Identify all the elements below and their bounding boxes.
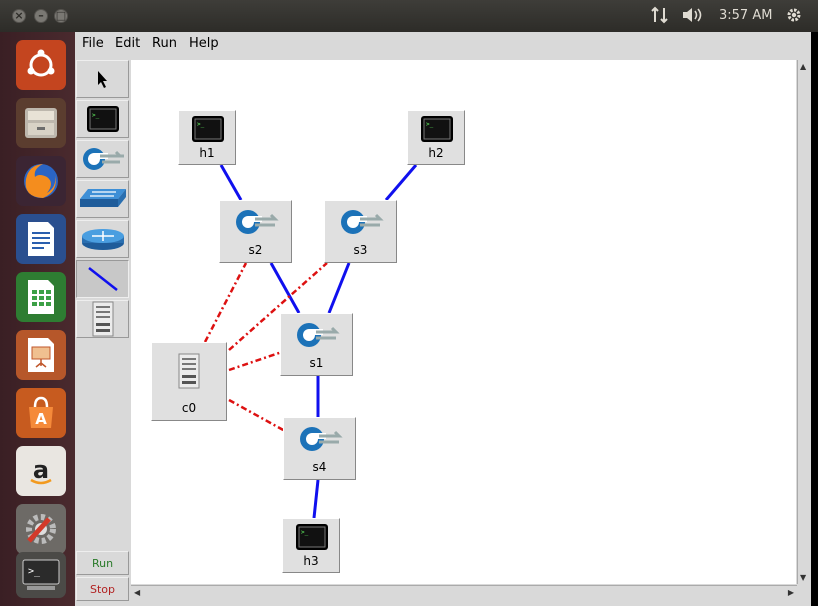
switch-label: s1 (309, 356, 324, 370)
tool-legacy-router[interactable] (76, 220, 129, 258)
launcher: A a >_ (0, 32, 75, 606)
libreoffice-writer-icon[interactable] (16, 214, 66, 264)
link-line-icon (87, 267, 118, 291)
host-terminal-icon: >_ (421, 116, 453, 142)
link-layer (203, 164, 418, 519)
tool-controller[interactable] (76, 300, 129, 338)
libreoffice-impress-icon[interactable] (16, 330, 66, 380)
top-panel: × – □ 3:57 AM (0, 0, 818, 32)
host-label: h2 (428, 146, 444, 160)
firefox-icon[interactable] (16, 156, 66, 206)
controller-c0[interactable]: c0 (151, 342, 227, 421)
horizontal-scrollbar[interactable]: ◀ ▶ (131, 585, 797, 599)
miniedit-window: File Edit Run Help >_ Run Stop (75, 32, 811, 606)
switch-label: s3 (353, 243, 368, 257)
host-h3[interactable]: >_ h3 (282, 518, 340, 573)
openflow-switch-icon (341, 210, 384, 234)
svg-text:>_: >_ (301, 529, 309, 536)
tool-select[interactable] (76, 60, 129, 98)
svg-text:>_: >_ (92, 112, 100, 119)
scroll-up-arrow-icon[interactable]: ▲ (800, 62, 807, 71)
switch-s1[interactable]: s1 (280, 313, 353, 376)
files-icon[interactable] (16, 98, 66, 148)
network-transfer-icon[interactable] (651, 6, 669, 28)
tool-switch[interactable] (76, 140, 129, 178)
stop-button[interactable]: Stop (76, 577, 129, 601)
svg-text:a: a (33, 456, 49, 484)
svg-text:A: A (35, 410, 47, 428)
system-settings-icon[interactable] (16, 504, 66, 554)
link-s3-s1[interactable] (327, 262, 351, 314)
scroll-right-arrow-icon[interactable]: ▶ (787, 588, 794, 597)
switch-s2[interactable]: s2 (219, 200, 292, 263)
svg-text:>_: >_ (28, 566, 41, 577)
host-h2[interactable]: >_ h2 (407, 110, 465, 165)
window-close-button[interactable]: × (12, 9, 26, 23)
link-s2-s1[interactable] (269, 262, 301, 314)
openflow-switch-icon (82, 148, 124, 170)
clock[interactable]: 3:57 AM (719, 8, 773, 23)
window-minimize-button[interactable]: – (34, 9, 48, 23)
tool-netlink[interactable] (76, 260, 129, 298)
control-link-c0-s2[interactable] (203, 262, 248, 343)
openflow-switch-icon (300, 427, 343, 451)
controller-server-icon (178, 353, 200, 389)
host-h1[interactable]: >_ h1 (178, 110, 236, 165)
link-s4-h3[interactable] (312, 479, 320, 519)
control-link-c0-s4[interactable] (228, 398, 286, 433)
cursor-arrow-icon (97, 71, 107, 88)
svg-text:>_: >_ (197, 121, 205, 128)
volume-icon[interactable] (682, 7, 704, 27)
switch-s4[interactable]: s4 (283, 417, 356, 480)
host-terminal-icon: >_ (192, 116, 224, 142)
host-terminal-icon: >_ (86, 106, 119, 132)
host-label: h1 (199, 146, 215, 160)
terminal-icon[interactable]: >_ (16, 552, 66, 598)
menu-run[interactable]: Run (152, 36, 177, 51)
tool-host[interactable]: >_ (76, 100, 129, 138)
menu-help[interactable]: Help (189, 36, 219, 51)
switch-label: s4 (312, 460, 327, 474)
vertical-scrollbar[interactable]: ▲ ▼ (797, 60, 809, 584)
switch-label: s2 (248, 243, 263, 257)
host-terminal-icon: >_ (296, 524, 328, 550)
controller-label: c0 (181, 401, 197, 415)
host-label: h3 (303, 554, 319, 568)
openflow-switch-icon (297, 323, 340, 347)
legacy-switch-icon (79, 189, 126, 207)
legacy-router-icon (81, 229, 124, 250)
svg-text:>_: >_ (426, 121, 434, 128)
settings-gear-icon[interactable] (785, 6, 803, 28)
openflow-switch-icon (236, 210, 279, 234)
control-link-c0-s3[interactable] (228, 262, 328, 351)
tool-legacy-switch[interactable] (76, 180, 129, 218)
topology-canvas[interactable]: >_ h1 >_ h2 >_ h3 s1 s2 s3 s4 (131, 60, 796, 584)
link-h2-s3[interactable] (384, 164, 418, 201)
switch-s3[interactable]: s3 (324, 200, 397, 263)
window-maximize-button[interactable]: □ (54, 9, 68, 23)
menubar: File Edit Run Help (75, 32, 811, 58)
menu-file[interactable]: File (82, 36, 104, 51)
menu-edit[interactable]: Edit (115, 36, 141, 51)
ubuntu-dash-icon[interactable] (16, 40, 66, 90)
controller-server-icon (92, 301, 113, 337)
run-button[interactable]: Run (76, 551, 129, 575)
libreoffice-calc-icon[interactable] (16, 272, 66, 322)
toolbar: >_ Run Stop (75, 58, 131, 606)
control-link-c0-s1[interactable] (228, 350, 283, 372)
scroll-left-arrow-icon[interactable]: ◀ (134, 588, 141, 597)
link-h1-s2[interactable] (219, 164, 243, 201)
scroll-down-arrow-icon[interactable]: ▼ (800, 573, 807, 582)
amazon-icon[interactable]: a (16, 446, 66, 496)
ubuntu-software-center-icon[interactable]: A (16, 388, 66, 438)
